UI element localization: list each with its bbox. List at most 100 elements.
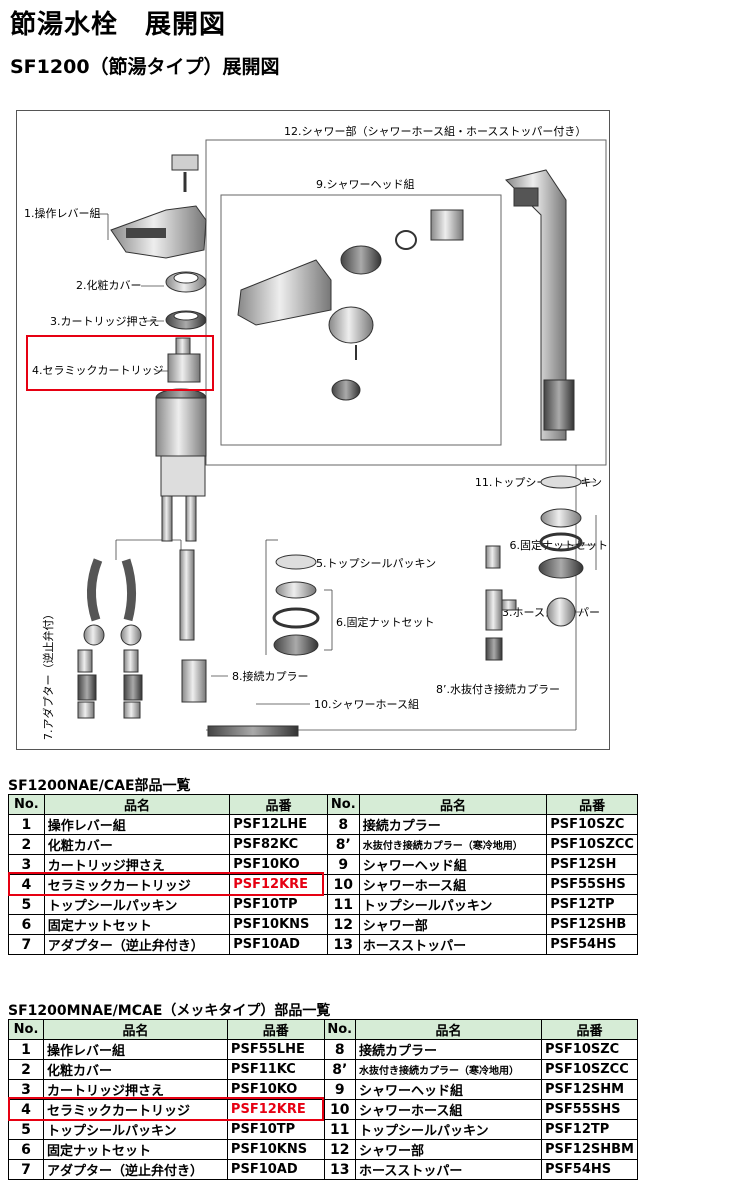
supply-pipes-icon <box>77 558 143 719</box>
part-code: PSF12KRE <box>226 1099 325 1120</box>
nut-set-center-icon <box>272 554 320 656</box>
label-top-seal-5: 5.トップシールパッキン <box>316 557 436 570</box>
table-header-cell: 品番 <box>541 1019 638 1040</box>
shower-hose-icon <box>207 725 299 737</box>
part-number-index: 8’ <box>326 834 360 855</box>
part-number-index: 12 <box>323 1139 356 1160</box>
lever-handle-icon <box>110 154 207 259</box>
part-number-index: 4 <box>7 1099 45 1120</box>
part-code: PSF10AD <box>226 1159 325 1180</box>
label-cover: 2.化粧カバー <box>76 278 142 292</box>
part-code: PSF10SZC <box>546 814 638 835</box>
shower-spout-icon <box>505 169 584 627</box>
part-name: 固定ナットセット <box>43 1139 228 1160</box>
label-nut-set-center: 6.固定ナットセット <box>336 615 435 629</box>
part-number-index: 7 <box>8 934 45 955</box>
part-code: PSF10TP <box>229 894 328 915</box>
part-name: ホースストッパー <box>358 934 548 955</box>
label-shower-head: 9.シャワーヘッド組 <box>316 178 415 191</box>
part-number-index: 6 <box>8 914 45 935</box>
part-name: 接続カプラー <box>358 814 548 835</box>
part-name: シャワー部 <box>354 1139 543 1160</box>
part-code: PSF10KO <box>226 1079 325 1100</box>
part-code: PSF12SH <box>546 854 638 875</box>
part-code: PSF10AD <box>229 934 328 955</box>
part-code: PSF55SHS <box>546 874 638 895</box>
part-name: シャワーホース組 <box>354 1099 543 1120</box>
part-name: シャワー部 <box>358 914 548 935</box>
part-number-index: 6 <box>7 1139 45 1160</box>
part-name: トップシールパッキン <box>354 1119 543 1140</box>
part-number-index: 5 <box>8 894 45 915</box>
part-name: 操作レバー組 <box>43 1039 228 1060</box>
part-name: シャワーホース組 <box>358 874 548 895</box>
label-adapter: 7.アダプター（逆止弁付） <box>41 609 55 741</box>
table-header-cell: 品番 <box>226 1019 325 1040</box>
part-name: 水抜付き接続カプラー（寒冷地用） <box>354 1059 543 1080</box>
part-name: セラミックカートリッジ <box>43 1099 228 1120</box>
part-code: PSF54HS <box>541 1159 638 1180</box>
part-code: PSF10KNS <box>229 914 328 935</box>
part-code: PSF12KRE <box>229 874 328 895</box>
part-name: カートリッジ押さえ <box>43 1079 228 1100</box>
label-coupler: 8.接続カプラー <box>232 669 309 683</box>
part-name: 操作レバー組 <box>43 814 231 835</box>
part-number-index: 2 <box>8 834 45 855</box>
label-top-seal-11: 11.トップシールパッキン <box>475 476 602 489</box>
part-name: 接続カプラー <box>354 1039 543 1060</box>
part-number-index: 10 <box>323 1099 356 1120</box>
part-name: 化粧カバー <box>43 1059 228 1080</box>
part-code: PSF10KO <box>229 854 328 875</box>
ceramic-cartridge-icon <box>167 337 201 383</box>
table2-caption: SF1200MNAE/MCAE（メッキタイプ）部品一覧 <box>8 1003 331 1019</box>
table-header-cell: No. <box>326 794 360 815</box>
label-shower-part: 12.シャワー部（シャワーホース組・ホースストッパー付き） <box>284 124 586 138</box>
table1-caption: SF1200NAE/CAE部品一覧 <box>8 778 191 794</box>
part-number-index: 9 <box>326 854 360 875</box>
part-number-index: 2 <box>7 1059 45 1080</box>
part-number-index: 1 <box>7 1039 45 1060</box>
part-name: シャワーヘッド組 <box>358 854 548 875</box>
part-code: PSF10TP <box>226 1119 325 1140</box>
part-name: 固定ナットセット <box>43 914 231 935</box>
part-code: PSF55LHE <box>226 1039 325 1060</box>
part-name: セラミックカートリッジ <box>43 874 231 895</box>
part-code: PSF55SHS <box>541 1099 638 1120</box>
part-name: アダプター（逆止弁付き） <box>43 1159 228 1180</box>
part-code: PSF12LHE <box>229 814 328 835</box>
part-code: PSF12SHBM <box>541 1139 638 1160</box>
diagram-subtitle: SF1200（節湯タイプ）展開図 <box>10 56 280 78</box>
part-number-index: 4 <box>8 874 45 895</box>
part-name: 化粧カバー <box>43 834 231 855</box>
table-header-cell: 品名 <box>358 794 548 815</box>
part-name: シャワーヘッド組 <box>354 1079 543 1100</box>
part-number-index: 13 <box>326 934 360 955</box>
part-code: PSF10SZC <box>541 1039 638 1060</box>
drain-coupler-icon <box>485 545 517 661</box>
table-header-cell: 品番 <box>546 794 638 815</box>
part-number-index: 9 <box>323 1079 356 1100</box>
part-name: トップシールパッキン <box>358 894 548 915</box>
table-header-cell: 品名 <box>43 794 231 815</box>
part-code: PSF54HS <box>546 934 638 955</box>
table-header-cell: 品名 <box>43 1019 228 1040</box>
part-code: PSF82KC <box>229 834 328 855</box>
cover-ring-icon <box>165 271 207 330</box>
part-name: カートリッジ押さえ <box>43 854 231 875</box>
part-code: PSF11KC <box>226 1059 325 1080</box>
part-number-index: 10 <box>326 874 360 895</box>
part-number-index: 13 <box>323 1159 356 1180</box>
coupler-icon <box>181 659 207 703</box>
label-nut-set-right: 6.固定ナットセット <box>510 538 609 552</box>
part-number-index: 1 <box>8 814 45 835</box>
